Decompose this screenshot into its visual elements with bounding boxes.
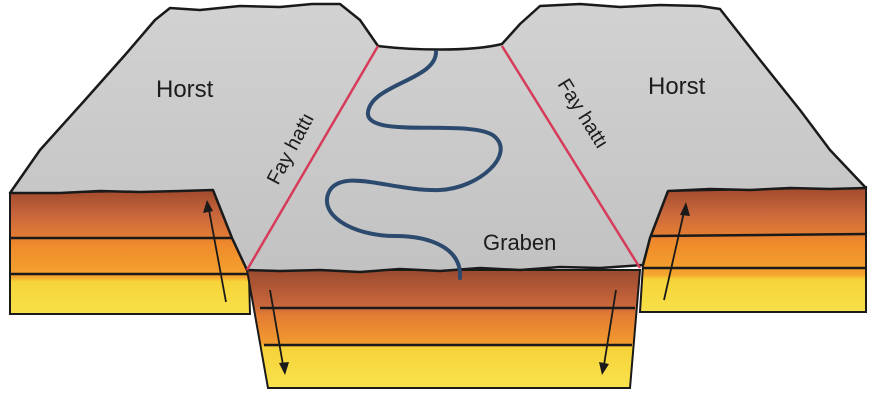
right-block-side [640,187,866,312]
label-graben: Graben [483,230,556,255]
label-horst-right: Horst [648,73,706,100]
graben-block-side [247,270,640,388]
label-horst-left: Horst [156,76,214,103]
graben-block [247,270,640,388]
left-horst-block [10,190,250,314]
right-horst-block [640,187,866,312]
left-block-side [10,190,250,314]
